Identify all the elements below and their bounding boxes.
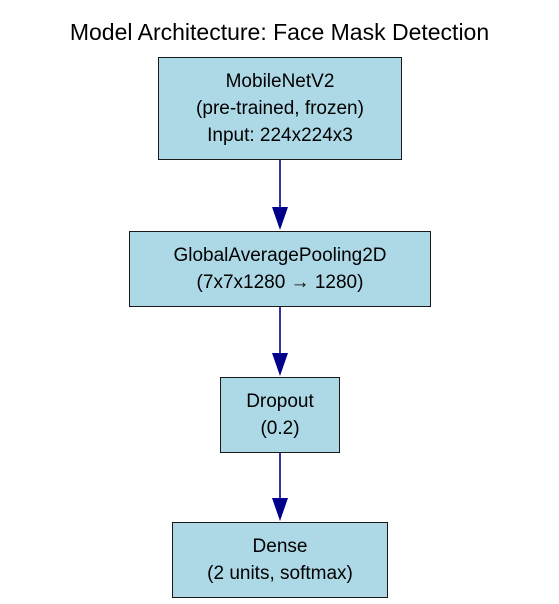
edge-dropout-to-dense xyxy=(272,453,288,521)
arrowhead-icon xyxy=(272,498,288,521)
node-label: (7x7x1280 → 1280) xyxy=(196,272,364,293)
edge-gap2d-to-dropout xyxy=(272,307,288,376)
node-label: (pre-trained, frozen) xyxy=(196,98,364,119)
node-label: MobileNetV2 xyxy=(225,71,335,92)
edge-mobilenetv2-to-gap2d xyxy=(272,160,288,230)
node-dropout: Dropout (0.2) xyxy=(220,377,340,453)
node-label: GlobalAveragePooling2D xyxy=(173,245,387,266)
node-label: (2 units, softmax) xyxy=(207,563,353,584)
arrowhead-icon xyxy=(272,207,288,230)
node-label: (0.2) xyxy=(260,418,300,439)
diagram-title: Model Architecture: Face Mask Detection xyxy=(69,19,490,45)
node-dense: Dense (2 units, softmax) xyxy=(172,522,388,598)
node-label: Dense xyxy=(252,536,308,557)
node-global-average-pooling: GlobalAveragePooling2D (7x7x1280 → 1280) xyxy=(129,231,431,307)
node-label: Input: 224x224x3 xyxy=(207,125,353,146)
arrowhead-icon xyxy=(272,353,288,376)
node-mobilenetv2: MobileNetV2 (pre-trained, frozen) Input:… xyxy=(158,57,402,160)
node-label: Dropout xyxy=(246,391,314,412)
